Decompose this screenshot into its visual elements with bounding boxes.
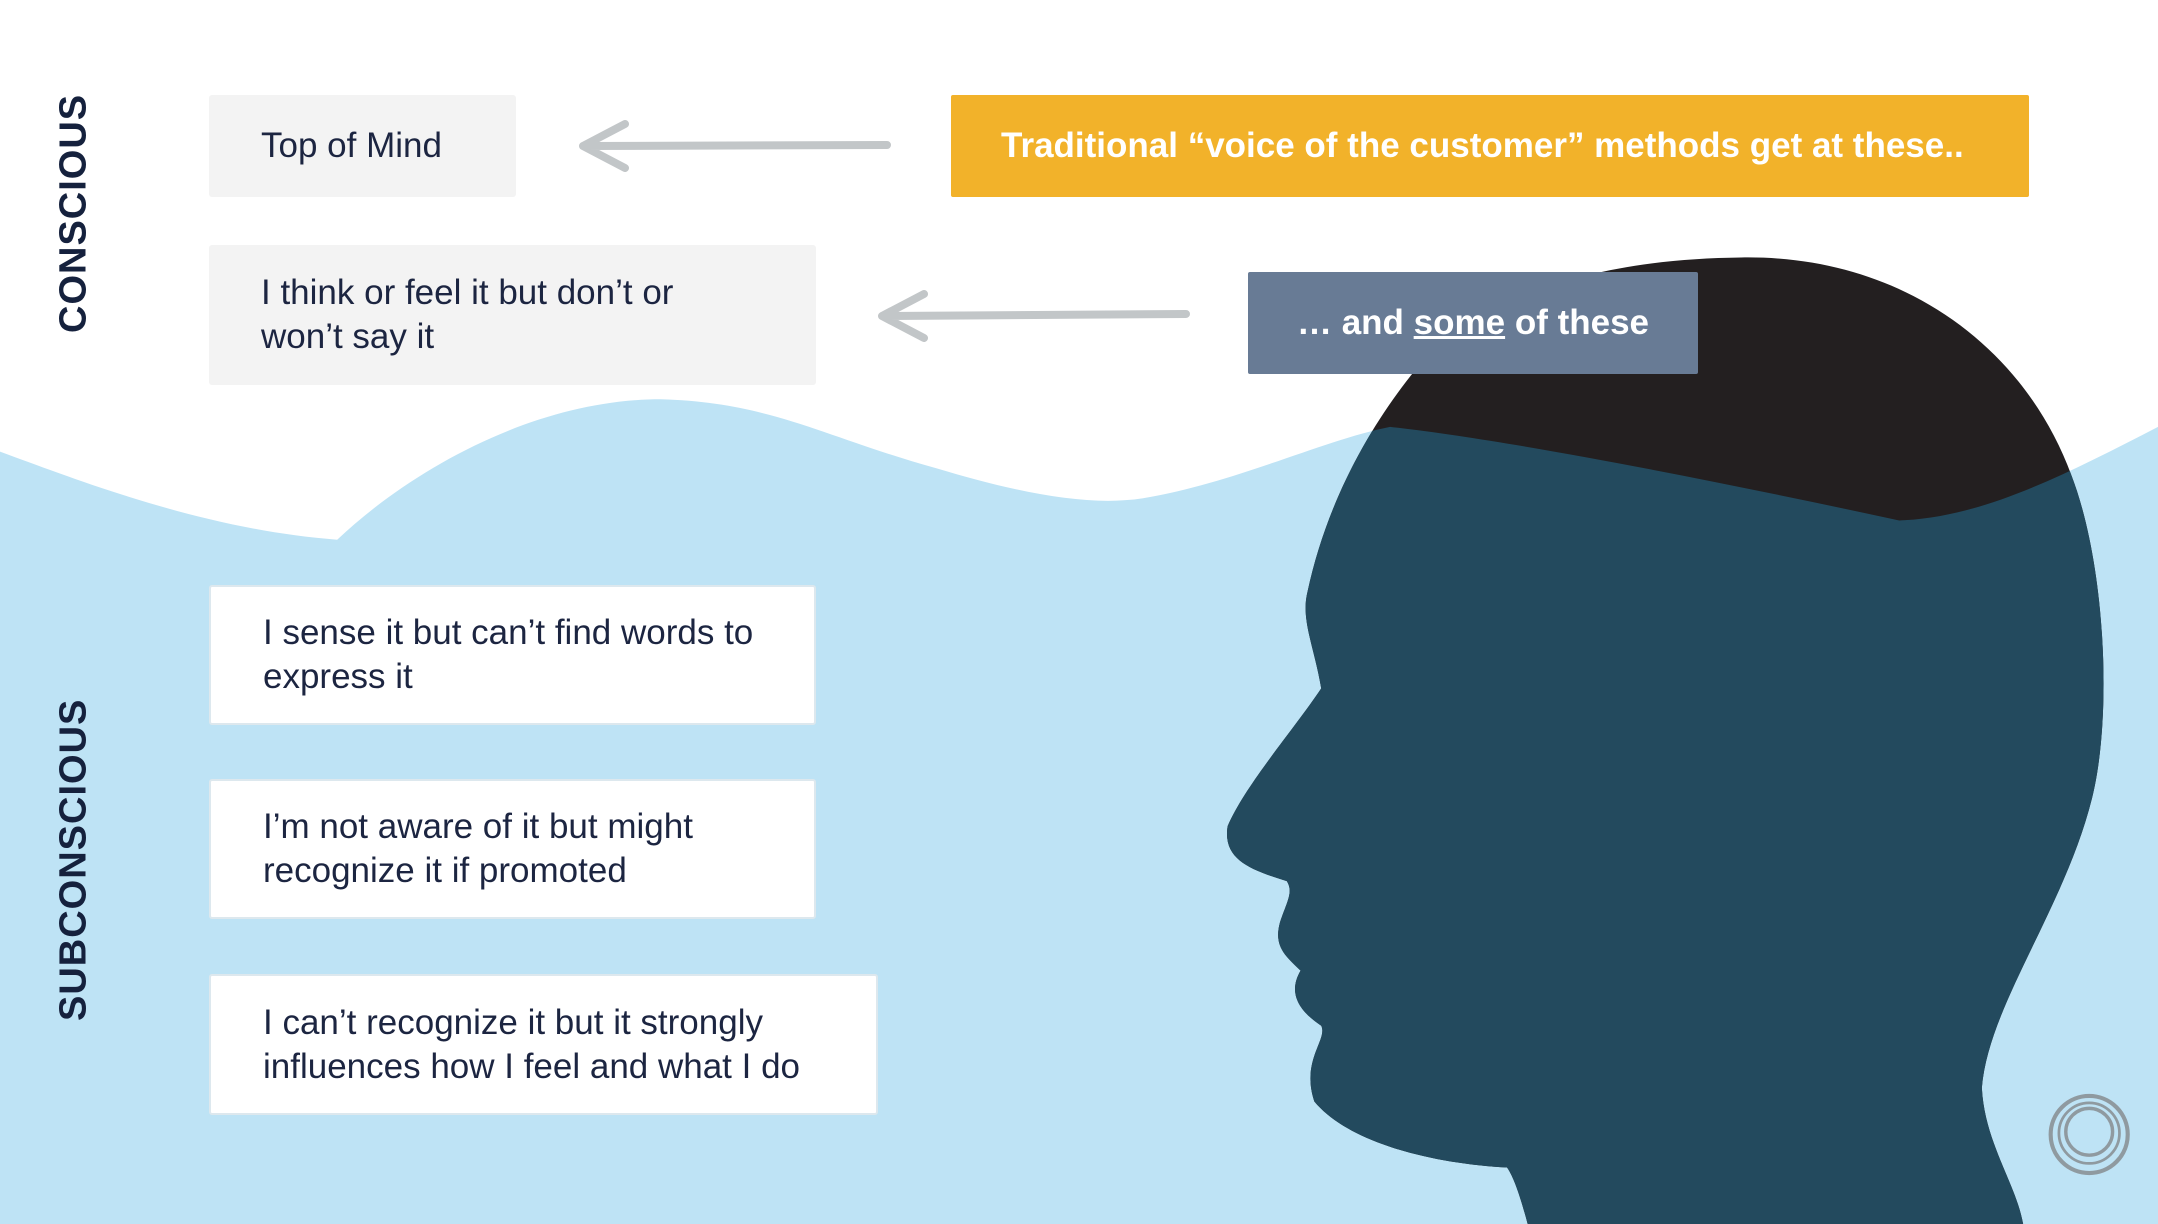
level-unrecognized: I can’t recognize it but it strongly inf… bbox=[209, 974, 878, 1115]
callout-text: Traditional “voice of the customer” meth… bbox=[1001, 126, 1964, 165]
callout-prefix: … and bbox=[1296, 303, 1414, 342]
arrow-left-icon bbox=[878, 290, 1190, 342]
traditional-methods-callout: Traditional “voice of the customer” meth… bbox=[951, 95, 2029, 197]
level-text: Top of Mind bbox=[261, 126, 442, 165]
level-text: I can’t recognize it but it strongly inf… bbox=[263, 1002, 801, 1086]
level-unexpressed: I sense it but can’t find words to expre… bbox=[209, 585, 816, 725]
level-text: I’m not aware of it but might recognize … bbox=[263, 807, 693, 890]
callout-emphasis: some bbox=[1413, 303, 1506, 342]
callout-suffix: of these bbox=[1505, 303, 1650, 342]
conscious-label: CONSCIOUS bbox=[52, 93, 95, 334]
some-of-these-callout: … and some of these bbox=[1248, 272, 1698, 374]
subconscious-label: SUBCONSCIOUS bbox=[52, 698, 95, 1022]
level-text: I think or feel it but don’t or won’t sa… bbox=[261, 273, 674, 356]
logo-icon bbox=[2048, 1093, 2130, 1176]
level-unspoken: I think or feel it but don’t or won’t sa… bbox=[209, 245, 816, 385]
level-top-of-mind: Top of Mind bbox=[209, 95, 516, 197]
level-unaware: I’m not aware of it but might recognize … bbox=[209, 779, 816, 919]
level-text: I sense it but can’t find words to expre… bbox=[263, 613, 754, 696]
arrow-left-icon bbox=[579, 120, 891, 172]
